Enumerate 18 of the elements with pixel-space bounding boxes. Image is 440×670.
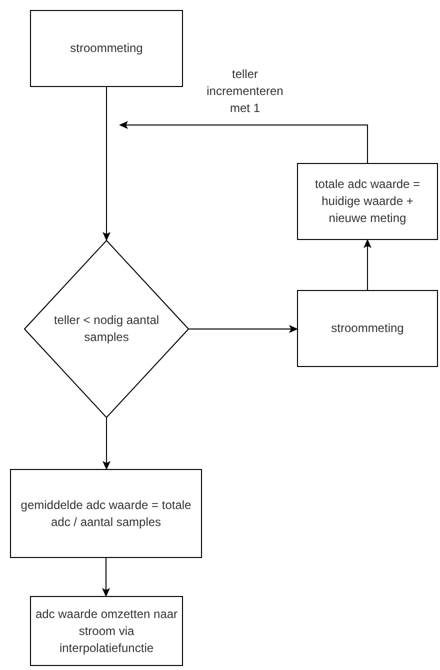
node-text: stroommeting	[331, 320, 404, 337]
node-text: teller < nodig aantal samples	[52, 312, 160, 346]
arrow	[102, 558, 110, 597]
arrow	[188, 325, 298, 333]
arrow	[102, 86, 110, 241]
arrow	[119, 121, 368, 164]
node-text: stroommeting	[70, 40, 143, 57]
process-box	[30, 10, 183, 87]
decision-diamond	[24, 240, 189, 418]
node-text: gemiddelde adc waarde = totale adc / aantal samples	[20, 496, 192, 530]
arrow	[102, 418, 110, 470]
process-box	[10, 469, 202, 558]
process-box	[30, 596, 183, 666]
node-text: totale adc waarde = huidige waarde + nieuwe meting	[314, 176, 422, 227]
node-text: adc waarde omzetten naar stroom via interpolatiefunctie	[35, 606, 178, 656]
arrow	[364, 239, 372, 290]
process-box	[297, 290, 438, 367]
process-box	[297, 163, 438, 240]
